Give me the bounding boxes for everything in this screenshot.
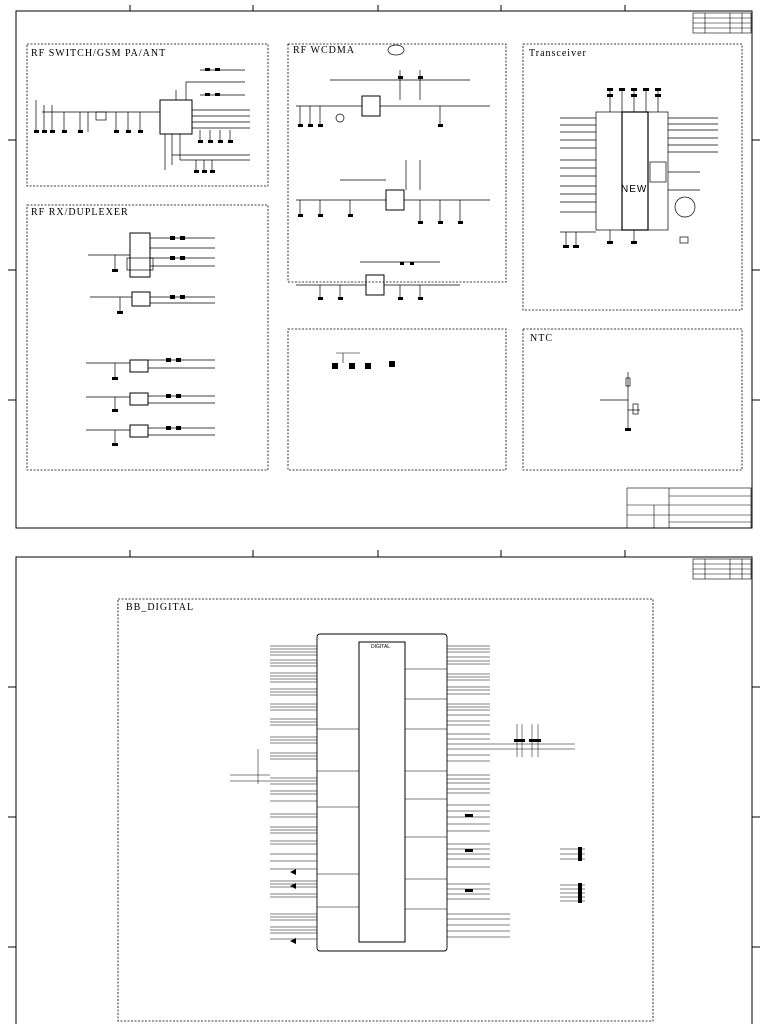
block-title-bb-digital: BB_DIGITAL: [126, 602, 195, 613]
rf-wcdma-caps: [298, 76, 463, 300]
sheet-1-drawing: [8, 5, 760, 529]
transceiver-circuit: [560, 90, 718, 246]
digital-caps: [290, 739, 582, 944]
digital-right-pins: [447, 645, 585, 938]
sheet-2-drawing: [8, 550, 760, 1024]
rf-switch-circuit: [35, 69, 250, 172]
transceiver-caps: [563, 88, 661, 248]
block-title-rf-wcdma: RF WCDMA: [293, 45, 355, 56]
block-title-rf-switch: RF SWITCH/GSM PA/ANT: [31, 48, 167, 59]
rf-rx-duplexer-circuit: [86, 232, 215, 444]
rf-switch-caps: [34, 68, 233, 173]
block-title-transceiver: Transceiver: [529, 48, 587, 59]
block-title-ntc: NTC: [530, 333, 553, 344]
transceiver-chip-label: NEW: [621, 184, 648, 195]
test-points: [332, 352, 395, 369]
ntc-circuit: [600, 372, 640, 430]
digital-left-pins: [230, 645, 317, 940]
rf-wcdma-circuit: [296, 44, 490, 298]
schematic-sheet-2: BB_DIGITAL DIGITAL: [0, 549, 768, 1024]
block-title-rf-rx-duplexer: RF RX/DUPLEXER: [31, 207, 129, 218]
schematic-sheet-1: RF SWITCH/GSM PA/ANT RF WCDMA Transceive…: [8, 5, 760, 529]
digital-chip: [316, 633, 448, 952]
digital-chip-label: DIGITAL: [371, 644, 391, 650]
rf-rx-caps: [112, 236, 185, 446]
